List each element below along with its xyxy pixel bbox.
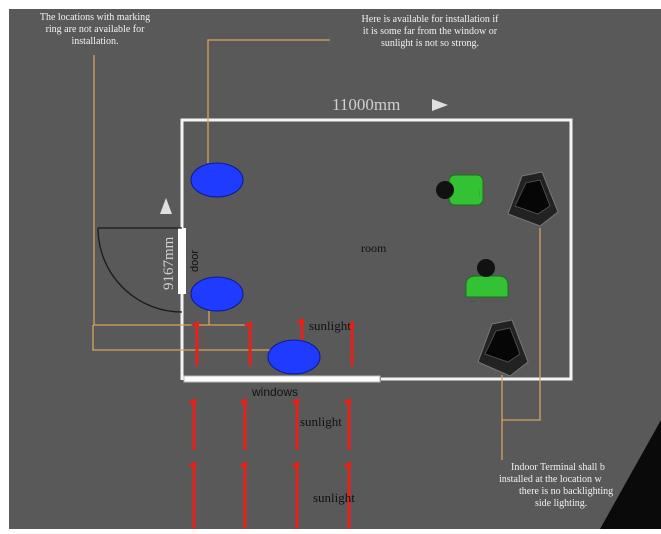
marking-ring-2 [190, 276, 244, 312]
sunlight-label-3: sunlight [313, 490, 355, 505]
person-icon: ····· [465, 259, 509, 304]
face-recognition-terminal-icon [507, 171, 559, 227]
note-terminal-placement: Indoor Terminal shall b installed at the… [499, 462, 614, 509]
svg-text:·····: ····· [470, 299, 477, 304]
corner-decoration [600, 420, 661, 529]
width-dimension: 11000mm [332, 95, 400, 114]
door-label: door [189, 250, 201, 272]
marking-ring-3 [267, 339, 321, 375]
height-dimension: 9167mm [161, 236, 177, 290]
window-strip [183, 375, 381, 383]
sunlight-arrows [188, 318, 354, 529]
windows-label: windows [251, 385, 298, 399]
marking-ring-1 [190, 162, 244, 198]
leader-lines [92, 39, 541, 460]
room-walls [180, 118, 573, 381]
door [97, 227, 186, 313]
height-arrow-icon [160, 198, 172, 214]
sunlight-label-1: sunlight [309, 318, 351, 333]
svg-text:·····: ····· [477, 190, 482, 197]
diagram-background [9, 9, 661, 529]
note-available-installation: Here is available for installation if it… [361, 14, 499, 49]
width-arrow-icon [432, 99, 448, 111]
note-unavailable-locations: The locations with marking ring are not … [39, 12, 151, 47]
sunlight-label-2: sunlight [300, 414, 342, 429]
person-icon: ····· [436, 174, 484, 206]
room-label: room [361, 241, 387, 255]
face-recognition-terminal-icon [477, 319, 529, 377]
